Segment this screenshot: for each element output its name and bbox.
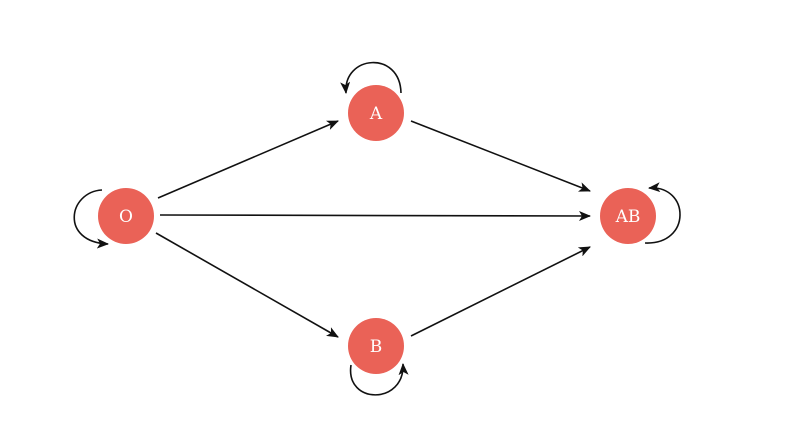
edge-o-to-a: [157, 120, 339, 199]
node-o: O: [98, 188, 154, 244]
node-o-label: O: [119, 207, 133, 227]
self-loop-a: [340, 61, 402, 94]
node-a: A: [348, 85, 404, 141]
edge-o-to-ab: [159, 210, 591, 221]
edge-a-to-ab: [410, 120, 591, 192]
node-ab-label: AB: [615, 207, 641, 227]
self-loop-b: [350, 363, 409, 396]
node-ab: AB: [600, 188, 656, 244]
node-b: B: [348, 318, 404, 374]
self-loop-ab: [644, 182, 681, 244]
edge-b-to-ab: [410, 246, 591, 337]
self-loop-o: [73, 189, 109, 249]
node-a-label: A: [369, 104, 383, 124]
edge-o-to-b: [155, 232, 339, 338]
node-b-label: B: [370, 337, 383, 357]
